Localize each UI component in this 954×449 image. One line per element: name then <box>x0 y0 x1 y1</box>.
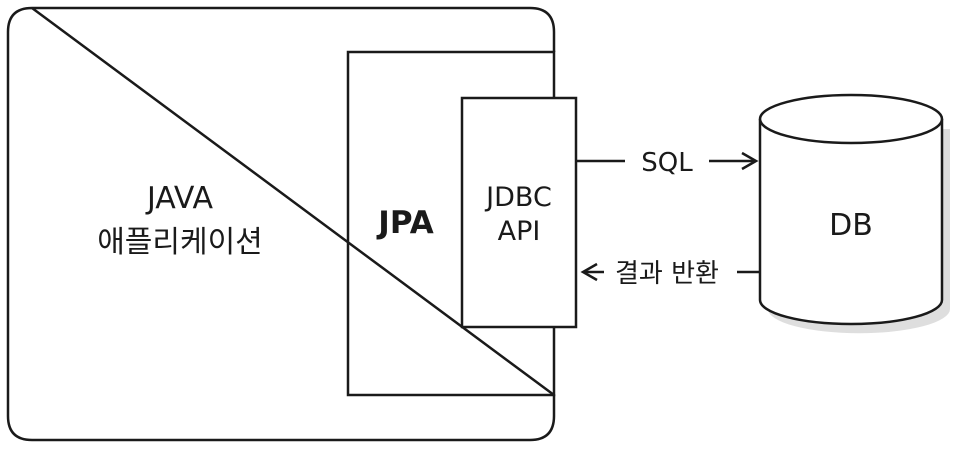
jdbc-api-box-outline <box>460 96 578 329</box>
database-body <box>758 119 944 326</box>
java-application-label-line2: 애플리케이션 <box>97 225 263 260</box>
result-return-arrow: 결과 반환 <box>580 259 760 289</box>
database-label: DB <box>829 208 873 243</box>
database-top <box>758 93 944 145</box>
java-application-box-outline <box>6 6 556 442</box>
jdbc-api-label-line1: JDBC <box>484 182 552 213</box>
jpa-box: JPA <box>346 50 556 397</box>
java-application-box: JAVA 애플리케이션 <box>6 6 556 442</box>
jdbc-api-label-line2: API <box>498 216 541 247</box>
database-cylinder: DB <box>758 93 951 334</box>
sql-request-arrow: SQL <box>576 148 759 178</box>
sql-arrow-label: SQL <box>641 148 693 178</box>
sql-arrowhead-icon <box>741 151 759 171</box>
java-application-label-line1: JAVA <box>145 181 214 216</box>
jdbc-api-box: JDBC API <box>460 96 578 329</box>
result-arrow-label: 결과 반환 <box>615 259 719 289</box>
jpa-label: JPA <box>376 205 433 241</box>
jpa-box-outline <box>346 50 556 397</box>
